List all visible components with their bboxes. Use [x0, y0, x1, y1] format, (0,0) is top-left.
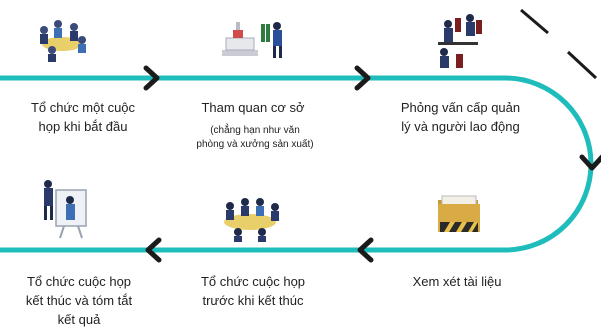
chevron-down-icon — [579, 154, 601, 171]
step-label: Tổ chức một cuộc họp khi bắt đầu — [30, 100, 136, 134]
decorative-dash — [566, 50, 598, 80]
chevron-left-icon — [357, 237, 374, 263]
decorative-dash — [520, 8, 549, 35]
document-folder-icon — [438, 195, 480, 232]
step-label: Tổ chức cuộc họp trước khi kết thúc — [200, 274, 306, 308]
meeting-table-icon — [224, 198, 279, 242]
chevron-right-icon — [354, 65, 371, 91]
chevron-left-icon — [145, 237, 162, 263]
meeting-table-icon — [40, 20, 86, 62]
step-label: Tham quan cơ sở — [201, 100, 305, 115]
step-sublabel: (chẳng hạn như văn phòng và xưởng sản xu… — [196, 125, 314, 150]
presentation-icon — [44, 180, 87, 239]
step-label: Xem xét tài liệu — [412, 274, 502, 289]
step-label: Tổ chức cuộc họp kết thúc và tóm tắt kết… — [25, 274, 133, 327]
interview-icon — [438, 14, 482, 68]
factory-visit-icon — [222, 22, 282, 58]
chevron-right-icon — [143, 65, 160, 91]
step-label: Phỏng vấn cấp quản lý và người lao động — [400, 100, 521, 134]
